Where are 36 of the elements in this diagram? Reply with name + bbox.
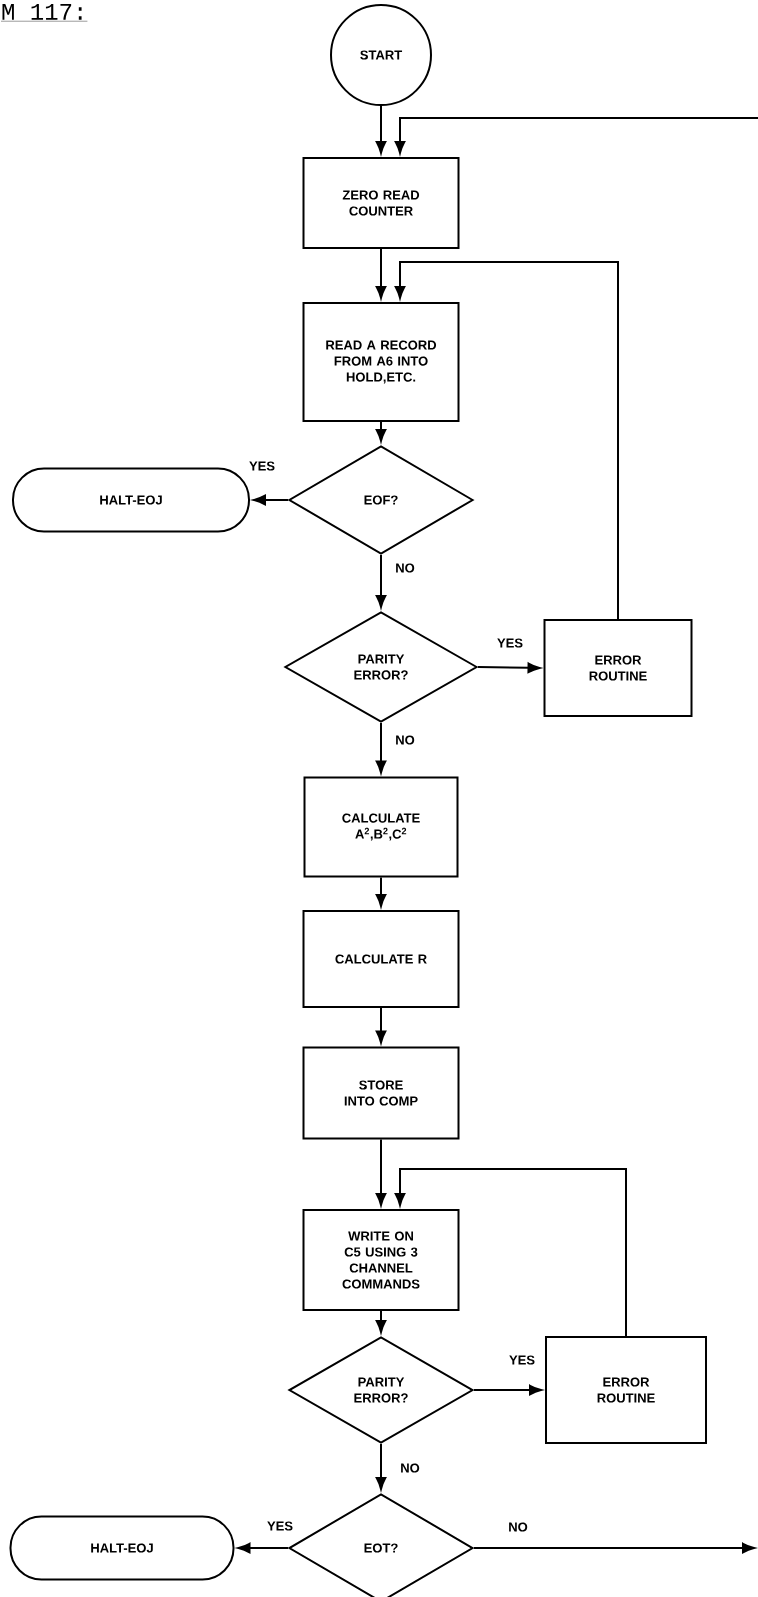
edge-label: NO xyxy=(399,1462,421,1474)
arrow xyxy=(394,117,758,154)
arrow xyxy=(394,261,619,620)
arrow xyxy=(375,722,387,774)
edge-label: YES xyxy=(508,1354,536,1366)
page-title: M 117: xyxy=(0,4,88,22)
process-box: CALCULATE R xyxy=(302,910,460,1008)
arrow xyxy=(375,1007,387,1044)
arrow xyxy=(375,421,387,442)
arrow xyxy=(375,105,387,154)
process-box: READ A RECORD FROM A6 INTO HOLD,ETC. xyxy=(302,302,460,422)
arrow xyxy=(375,1310,387,1333)
arrow xyxy=(237,1542,289,1554)
edge-label: YES xyxy=(248,460,276,472)
arrow xyxy=(253,494,289,506)
arrow xyxy=(375,876,387,907)
edge-label: NO xyxy=(394,734,416,746)
arrow xyxy=(375,1138,387,1206)
process-box: ERROR ROUTINE xyxy=(543,619,693,717)
process-box: STORE INTO COMP xyxy=(302,1046,460,1140)
terminal-box: HALT-EOJ xyxy=(9,1515,235,1581)
arrow xyxy=(394,1168,627,1337)
process-box: CALCULATE A$^{2}$,B$^{2}$,C$^{2}$ xyxy=(303,776,459,878)
arrow xyxy=(375,554,387,608)
arrow xyxy=(477,662,541,674)
arrow xyxy=(375,1443,387,1490)
arrow xyxy=(375,248,387,299)
arrow xyxy=(473,1542,755,1554)
edge-label: NO xyxy=(394,562,416,574)
terminal-box: HALT-EOJ xyxy=(12,467,250,533)
process-box: ZERO READ COUNTER xyxy=(302,157,460,249)
arrow xyxy=(473,1384,542,1396)
process-box: WRITE ON C5 USING 3 CHANNEL COMMANDS xyxy=(302,1209,460,1311)
edge-label: NO xyxy=(507,1521,529,1533)
edge-label: YES xyxy=(496,637,524,649)
process-box: ERROR ROUTINE xyxy=(545,1336,707,1444)
